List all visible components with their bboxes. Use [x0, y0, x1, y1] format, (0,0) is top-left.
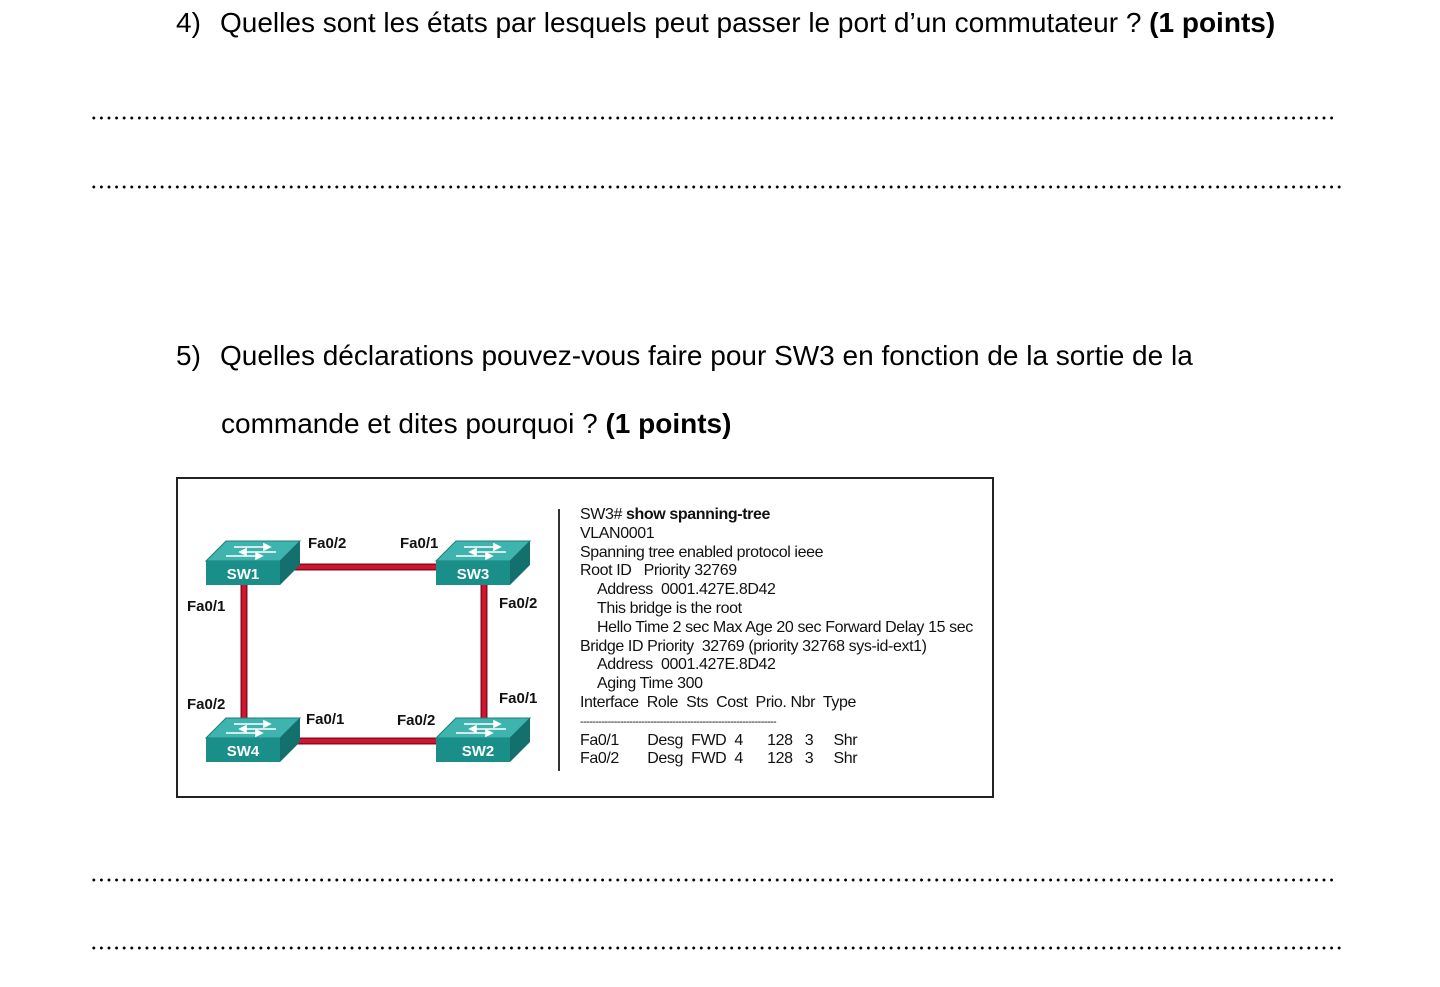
cli-separator: ----------------------------------------…: [580, 715, 777, 728]
cli-line: Address 0001.427E.8D42: [597, 581, 776, 599]
port-label: Fa0/2: [187, 696, 225, 713]
stp-figure: SW1 SW3 SW4: [176, 477, 994, 798]
cli-prompt: SW3#: [580, 506, 622, 523]
network-topology-diagram: SW1 SW3 SW4: [187, 535, 537, 762]
switch-label: SW1: [227, 566, 260, 583]
question-text: Quelles sont les états par lesquels peut…: [220, 7, 1142, 38]
cli-line: This bridge is the root: [597, 599, 742, 617]
port-label: Fa0/2: [308, 535, 346, 552]
answer-line: [90, 946, 1344, 950]
links: [240, 563, 488, 745]
cli-line: Address 0001.427E.8D42: [597, 656, 776, 674]
question-text-line2: commande et dites pourquoi ?: [221, 408, 598, 439]
switch-icon-sw1: SW1: [204, 540, 302, 585]
answer-line: [90, 878, 1336, 882]
cli-line: Aging Time 300: [597, 675, 703, 693]
switch-label: SW4: [227, 743, 260, 760]
divider-line: [558, 509, 560, 771]
cli-output: SW3# show spanning-tree VLAN0001 Spannin…: [580, 506, 973, 769]
switch-icon-sw4: SW4: [204, 717, 302, 762]
port-label: Fa0/2: [499, 595, 537, 612]
port-label: Fa0/1: [400, 535, 438, 552]
cli-table-header: Interface Role Sts Cost Prio. Nbr Type: [580, 693, 856, 711]
port-label: Fa0/1: [306, 711, 344, 728]
cli-line: Spanning tree enabled protocol ieee: [580, 543, 824, 561]
cli-table-row: Fa0/1 Desg FWD 4 128 3 Shr: [580, 731, 858, 749]
port-label: Fa0/2: [397, 712, 435, 729]
cli-line: Bridge ID Priority 32769 (priority 32768…: [580, 637, 927, 655]
question-text-line1: Quelles déclarations pouvez-vous faire p…: [220, 340, 1193, 371]
cli-line: Root ID Priority 32769: [580, 562, 737, 580]
switch-label: SW2: [462, 743, 495, 760]
port-label: Fa0/1: [187, 598, 225, 615]
cli-command: show spanning-tree: [626, 506, 770, 523]
cli-line: Hello Time 2 sec Max Age 20 sec Forward …: [597, 618, 973, 636]
switch-icon-sw3: SW3: [434, 540, 532, 585]
question-points: (1 points): [605, 408, 732, 439]
cli-line: VLAN0001: [580, 524, 655, 542]
switch-icon-sw2: SW2: [434, 717, 532, 762]
question-5-continued: commande et dites pourquoi ? (1 points): [221, 407, 731, 441]
question-number: 5): [176, 340, 201, 371]
answer-line: [90, 185, 1344, 189]
answer-line: [90, 116, 1336, 120]
cli-table-row: Fa0/2 Desg FWD 4 128 3 Shr: [580, 750, 858, 768]
question-number: 4): [176, 7, 201, 38]
switch-label: SW3: [457, 566, 490, 583]
question-points: (1 points): [1149, 7, 1276, 38]
port-label: Fa0/1: [499, 690, 537, 707]
